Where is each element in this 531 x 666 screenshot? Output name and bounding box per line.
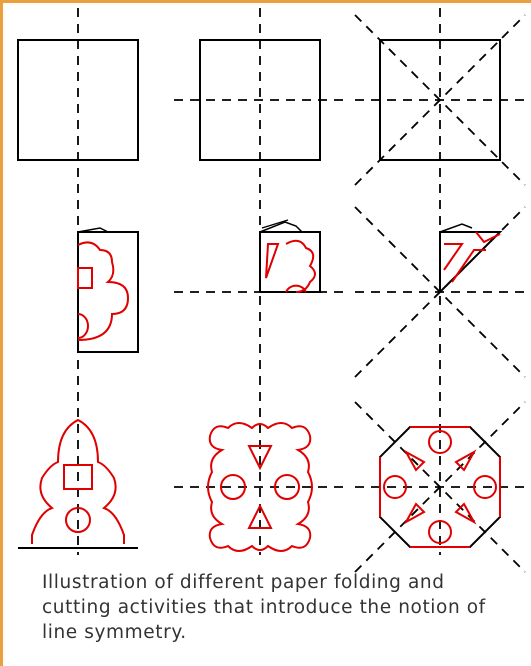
unfolded-result-col1: [18, 418, 138, 549]
square-row1-col3: [379, 39, 501, 161]
column-one-fold: [17, 8, 139, 555]
square-row1-col1: [17, 39, 139, 161]
unfolded-result-col2: [207, 422, 313, 552]
fold-line-diagonal-row3b: [354, 401, 526, 573]
figure-panel: [6, 6, 531, 666]
unfolded-result-col3: [379, 426, 501, 548]
fold-line-diagonal-row1b: [354, 14, 526, 186]
folded-paper-col2: [259, 219, 321, 293]
square-row1-col2: [199, 39, 321, 161]
column-four-folds: [354, 8, 526, 573]
folded-paper-col1: [77, 227, 139, 353]
figure-caption: Illustration of different paper folding …: [42, 572, 486, 643]
column-two-folds: [174, 8, 348, 555]
folded-paper-col3: [439, 223, 503, 295]
